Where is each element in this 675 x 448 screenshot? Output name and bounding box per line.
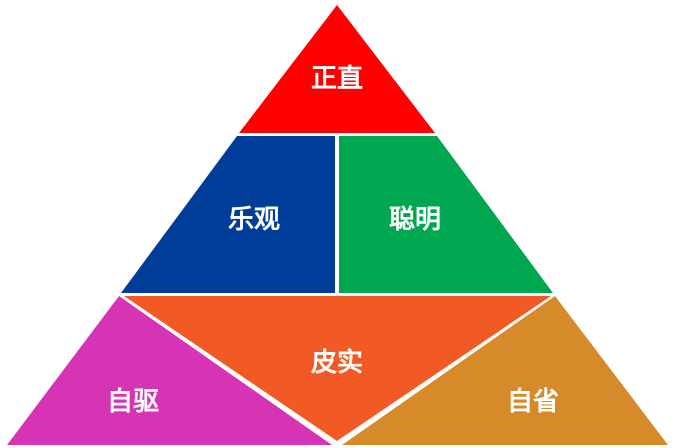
label-top: 正直 <box>311 64 363 94</box>
label-bottom-left: 自驱 <box>107 386 159 417</box>
segment-bottom-center <box>124 296 551 441</box>
label-bottom-center: 皮实 <box>311 347 363 378</box>
label-middle-left: 乐观 <box>228 205 280 235</box>
segment-bottom-right <box>342 296 668 445</box>
label-bottom-right: 自省 <box>507 386 559 417</box>
label-middle-right: 聪明 <box>389 204 441 235</box>
segment-middle-left <box>121 136 335 293</box>
segment-top <box>239 5 435 133</box>
segment-bottom-left <box>7 296 332 445</box>
segment-middle-right <box>339 136 553 293</box>
